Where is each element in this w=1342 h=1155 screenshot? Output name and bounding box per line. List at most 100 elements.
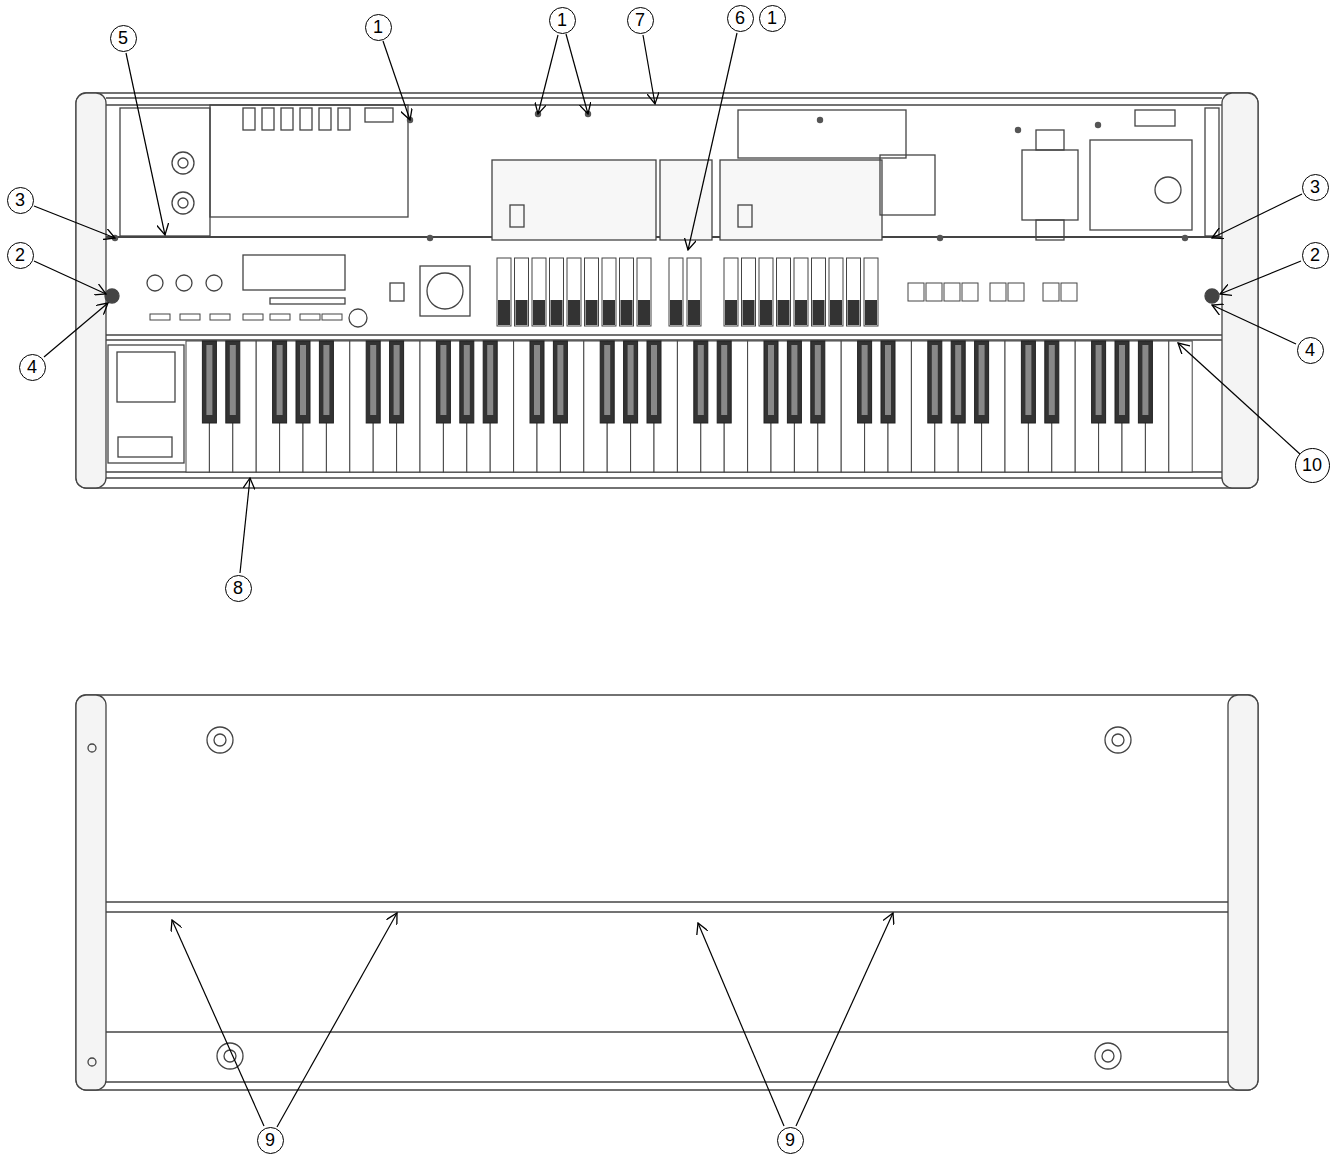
black-key (530, 341, 544, 423)
black-key (787, 341, 801, 423)
front-rail (106, 477, 1222, 478)
end-cap (1228, 695, 1258, 1090)
drawbar (637, 258, 651, 326)
black-key (436, 341, 450, 423)
leader-line (34, 261, 106, 294)
drawbar-module (492, 160, 656, 240)
callout-number: 1 (759, 5, 786, 32)
circuit-board (210, 105, 408, 217)
jack (172, 152, 194, 174)
bracket (738, 110, 906, 158)
leader-line (688, 33, 737, 250)
leader-lines (34, 33, 1302, 1127)
drawbar-handle (688, 300, 700, 325)
panel-button (990, 283, 1006, 301)
black-key-highlight (651, 345, 657, 415)
black-key (694, 341, 708, 423)
black-key (624, 341, 638, 423)
black-key-highlight (604, 345, 610, 415)
screw (1205, 289, 1219, 303)
black-key-highlight (394, 345, 400, 415)
drawbar (532, 258, 546, 326)
drawbar-handle (778, 300, 790, 325)
leader-line (566, 34, 588, 114)
black-key (975, 341, 989, 423)
callout-number: 3 (7, 187, 34, 214)
callout-number: 3 (1302, 174, 1329, 201)
connector (365, 108, 393, 122)
black-key (553, 341, 567, 423)
black-key (811, 341, 825, 423)
callout-number: 9 (257, 1127, 284, 1154)
jack (178, 198, 188, 208)
foot (214, 734, 226, 746)
callout-number: 2 (1302, 242, 1329, 269)
black-key-highlight (440, 345, 446, 415)
leader-line (698, 923, 784, 1126)
connector (281, 108, 293, 130)
drawbar-handle (568, 300, 580, 325)
black-key-highlight (628, 345, 634, 415)
panel-edge (106, 339, 1222, 340)
bottom-rail (106, 901, 1228, 902)
drawbar-handle (830, 300, 842, 325)
drawbar-handle (551, 300, 563, 325)
module-part (510, 205, 524, 227)
leader-line (172, 920, 264, 1126)
connector (243, 108, 255, 130)
drawbar-module (660, 160, 712, 240)
transformer (1022, 150, 1078, 220)
leader-line (44, 303, 108, 357)
black-key (1138, 341, 1152, 423)
foot (1105, 727, 1131, 753)
callout-number: 8 (225, 575, 252, 602)
panel-button (926, 283, 942, 301)
drawbar-module (720, 160, 882, 240)
leader-line (34, 206, 115, 238)
leader-line (796, 913, 893, 1126)
drawbar-handle (670, 300, 682, 325)
drawbar (742, 258, 756, 326)
transformer (1036, 220, 1064, 240)
button-group (118, 437, 172, 457)
bottom-rail (106, 1031, 1228, 1032)
leader-line (643, 35, 655, 104)
black-key (366, 341, 380, 423)
black-key (296, 341, 310, 423)
drawbar-handle (865, 300, 877, 325)
drawbar-handle (638, 300, 650, 325)
joystick (427, 273, 463, 309)
black-key (1092, 341, 1106, 423)
black-key (717, 341, 731, 423)
jack-board (120, 108, 210, 236)
screw-hole (1095, 122, 1101, 128)
pedal-switch (117, 352, 175, 402)
black-key (319, 341, 333, 423)
side-panel (108, 345, 184, 463)
drawbar-handle (848, 300, 860, 325)
black-key-highlight (300, 345, 306, 415)
callout-number: 1 (549, 7, 576, 34)
drawbar-handle (743, 300, 755, 325)
black-key (483, 341, 497, 423)
drawbar (687, 258, 701, 326)
end-cap (76, 93, 106, 488)
hole (88, 1058, 96, 1066)
drawbar-handle (516, 300, 528, 325)
jack (172, 192, 194, 214)
callout-number: 5 (110, 25, 137, 52)
black-key (858, 341, 872, 423)
jack (178, 158, 188, 168)
drawbar (602, 258, 616, 326)
end-cap (76, 695, 106, 1090)
module-part (738, 205, 752, 227)
leader-line (1212, 305, 1296, 344)
button (390, 283, 404, 301)
connector (319, 108, 331, 130)
bottom-rail (106, 1081, 1228, 1082)
black-key-highlight (277, 345, 283, 415)
drawbar (829, 258, 843, 326)
black-key-highlight (557, 345, 563, 415)
